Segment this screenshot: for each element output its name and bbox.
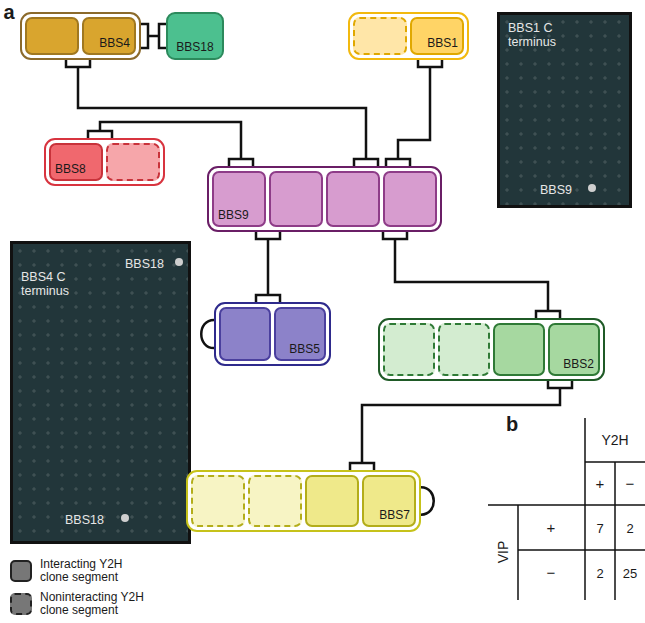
protein-segment bbox=[438, 323, 490, 376]
protein-segment: BBS1 bbox=[410, 17, 464, 55]
text-slot: BBS18 bbox=[65, 510, 104, 528]
protein-segment bbox=[106, 143, 160, 181]
legend-slot: Noninteracting Y2H clone segment bbox=[40, 591, 152, 617]
protein-segment bbox=[383, 171, 437, 227]
protein-segment bbox=[383, 323, 435, 376]
table-line bbox=[488, 504, 645, 506]
protein-segment: BBS2 bbox=[548, 323, 600, 376]
table-line bbox=[517, 505, 519, 600]
protein-name: BBS9 bbox=[218, 208, 249, 222]
protein-name: BBS1 bbox=[427, 36, 458, 50]
protein-segment: BBS7 bbox=[362, 475, 416, 527]
table-line bbox=[584, 418, 586, 600]
colony-dot bbox=[121, 514, 129, 522]
label-slot: − bbox=[626, 475, 635, 493]
self-interaction-arc bbox=[421, 487, 434, 514]
legend-swatch bbox=[10, 593, 32, 615]
legend-swatch bbox=[10, 560, 32, 582]
table-cell: + bbox=[547, 519, 556, 536]
panel-letter: b bbox=[506, 413, 518, 435]
self-interaction-arc bbox=[201, 320, 214, 348]
protein-name: BBS8 bbox=[55, 162, 86, 176]
table-cell: VIP bbox=[495, 541, 511, 564]
protein-box: BBS8 bbox=[44, 138, 165, 186]
protein-box: BBS5 bbox=[214, 302, 331, 366]
table-line bbox=[614, 462, 616, 600]
protein-segment: BBS8 bbox=[49, 143, 103, 181]
colony-dot bbox=[175, 258, 183, 266]
protein-segment: BBS5 bbox=[274, 307, 326, 361]
label-slot: + bbox=[547, 519, 556, 537]
legend-text: Noninteracting Y2H clone segment bbox=[40, 591, 152, 617]
protein-box: BBS2 bbox=[378, 318, 605, 381]
label-slot: 2 bbox=[596, 564, 603, 582]
protein-segment bbox=[305, 475, 359, 527]
protein-segment bbox=[269, 171, 323, 227]
table-cell: 2 bbox=[626, 521, 633, 536]
protein-box: BBS9 bbox=[207, 166, 442, 232]
text-slot: BBS1 C terminus bbox=[508, 21, 588, 49]
interaction-link bbox=[141, 24, 166, 48]
label-slot: 2 bbox=[626, 519, 633, 537]
label-slot: a bbox=[3, 1, 14, 24]
protein-segment bbox=[219, 307, 271, 361]
interaction-link bbox=[256, 232, 280, 302]
label-slot: b bbox=[506, 413, 518, 436]
label-slot: VIP bbox=[494, 541, 512, 564]
protein-segment bbox=[248, 475, 302, 527]
protein-segment: BBS4 bbox=[82, 17, 136, 55]
text-slot: BBS18 bbox=[125, 254, 164, 272]
inset-label: BBS18 bbox=[125, 257, 164, 271]
table-cell: Y2H bbox=[601, 432, 628, 448]
inset-label: BBS4 C terminus bbox=[21, 270, 85, 298]
protein-segment bbox=[191, 475, 245, 527]
protein-name: BBS5 bbox=[289, 342, 320, 356]
screen-inset: BBS18BBS4 C terminusBBS18 bbox=[10, 241, 191, 544]
protein-name: BBS18 bbox=[176, 40, 213, 54]
text-slot: BBS9 bbox=[540, 180, 572, 198]
interaction-link bbox=[383, 232, 560, 318]
table-cell: − bbox=[626, 475, 635, 492]
interaction-link bbox=[386, 60, 442, 166]
protein-name: BBS4 bbox=[99, 36, 130, 50]
protein-segment bbox=[353, 17, 407, 55]
table-line bbox=[518, 549, 645, 551]
protein-segment bbox=[493, 323, 545, 376]
protein-name: BBS2 bbox=[563, 357, 594, 371]
protein-box: BBS18 bbox=[166, 12, 224, 60]
table-cell: − bbox=[547, 564, 556, 581]
label-slot: 7 bbox=[596, 519, 603, 537]
inset-label: BBS18 bbox=[65, 513, 104, 527]
label-slot: 25 bbox=[623, 564, 637, 582]
interaction-link bbox=[350, 381, 572, 470]
panel-letter: a bbox=[3, 1, 14, 23]
table-cell: + bbox=[596, 475, 605, 492]
protein-box: BBS4 bbox=[20, 12, 141, 60]
protein-segment bbox=[25, 17, 79, 55]
inset-label: BBS1 C terminus bbox=[508, 21, 588, 49]
legend-text: Interacting Y2H clone segment bbox=[40, 558, 152, 584]
label-slot: Y2H bbox=[601, 431, 628, 449]
protein-box: BBS1 bbox=[348, 12, 469, 60]
protein-segment bbox=[326, 171, 380, 227]
inset-label: BBS9 bbox=[540, 183, 572, 197]
label-slot: + bbox=[596, 475, 605, 493]
screen-inset: BBS1 C terminusBBS9 bbox=[497, 12, 632, 208]
protein-name: BBS7 bbox=[379, 508, 410, 522]
table-cell: 7 bbox=[596, 521, 603, 536]
table-cell: 25 bbox=[623, 566, 637, 581]
colony-dot bbox=[588, 184, 596, 192]
label-slot: − bbox=[547, 564, 556, 582]
protein-box: BBS7 bbox=[186, 470, 421, 532]
protein-segment: BBS9 bbox=[212, 171, 266, 227]
table-cell: 2 bbox=[596, 566, 603, 581]
legend-slot: Interacting Y2H clone segment bbox=[40, 558, 152, 584]
text-slot: BBS4 C terminus bbox=[21, 270, 85, 298]
